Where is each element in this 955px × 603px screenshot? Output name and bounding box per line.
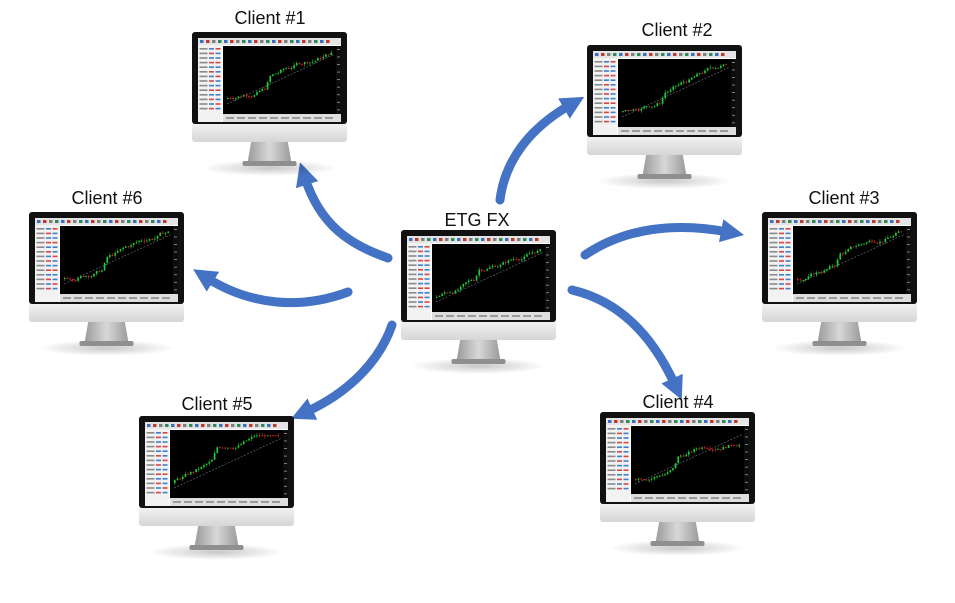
client-4-label: Client #4 [642, 392, 713, 412]
monitor-graphic [600, 412, 755, 556]
arrow-to-client-6 [193, 269, 353, 308]
monitor-graphic [192, 32, 347, 176]
arrow-to-client-3 [580, 219, 745, 260]
client-6-monitor: Client #6 [29, 188, 184, 356]
client-5-label: Client #5 [181, 394, 252, 414]
arrow-to-client-5 [291, 320, 397, 420]
client-6-label: Client #6 [71, 188, 142, 208]
arrow-layer [193, 96, 745, 420]
client-5-monitor: Client #5 [139, 394, 294, 560]
monitor-graphic [587, 45, 742, 189]
monitor-layer: Client #1 Client #2 Client #3 Client #4 … [29, 8, 917, 560]
arrow-to-client-1 [295, 162, 393, 263]
client-1-monitor: Client #1 [192, 8, 347, 176]
monitor-graphic [401, 230, 556, 374]
arrow-to-client-2 [495, 96, 585, 205]
hub-monitor: ETG FX [401, 210, 556, 374]
monitor-graphic [762, 212, 917, 356]
monitor-graphic [139, 416, 294, 560]
client-4-monitor: Client #4 [600, 392, 755, 556]
client-1-label: Client #1 [234, 8, 305, 28]
client-2-monitor: Client #2 [587, 20, 742, 189]
monitor-graphic [29, 212, 184, 356]
hub-label: ETG FX [444, 210, 509, 230]
client-2-label: Client #2 [641, 20, 712, 40]
arrow-to-client-4 [567, 285, 683, 400]
client-3-monitor: Client #3 [762, 188, 917, 356]
client-3-label: Client #3 [808, 188, 879, 208]
